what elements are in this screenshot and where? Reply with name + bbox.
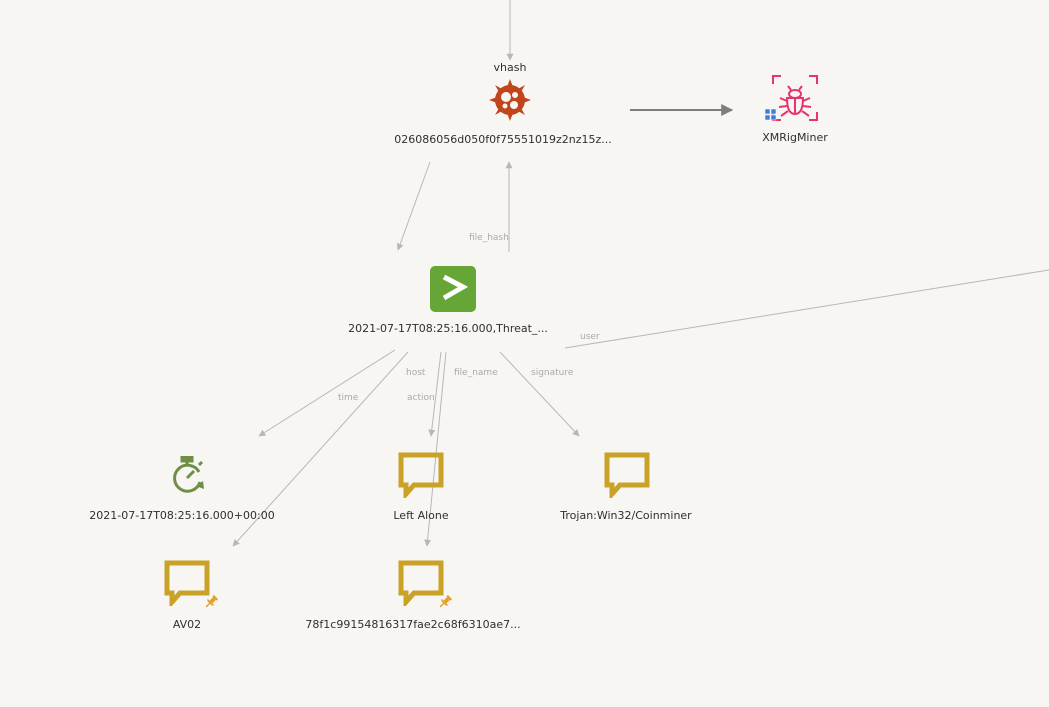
malware-hash-icon (489, 79, 531, 121)
edge-file-name (424, 351, 447, 547)
node-label: Left Alone (393, 509, 449, 522)
pin-icon (205, 594, 219, 608)
edge-label-user: user (580, 332, 600, 342)
node-type-label: vhash (493, 61, 527, 74)
node-label: AV02 (172, 618, 202, 631)
cube-badge-icon (764, 108, 777, 121)
edge-label-file-name: file_name (454, 368, 498, 378)
node-label: 78f1c99154816317fae2c68f6310ae7... (305, 618, 521, 631)
bug-icon (772, 75, 818, 121)
edge-signature (499, 351, 580, 437)
edge-vhash-event (396, 161, 431, 251)
node-label: Trojan:Win32/Coinminer (560, 509, 692, 522)
node-label: 026086056d050f0f75551019z2nz15z... (394, 133, 612, 146)
speech-bubble-icon (398, 560, 444, 606)
speech-bubble-icon (398, 452, 444, 498)
edge-label-signature: signature (531, 368, 574, 378)
node-label: 2021-07-17T08:25:16.000+00:00 (89, 509, 275, 522)
splunk-icon (430, 266, 476, 312)
speech-bubble-icon (164, 560, 210, 606)
node-label: 2021-07-17T08:25:16.000,Threat_... (348, 322, 548, 335)
edge-label-host: host (406, 368, 426, 378)
edge-user (564, 269, 1049, 349)
edge-label-time: time (338, 393, 359, 403)
node-label: XMRigMiner (762, 131, 828, 144)
edge-host (232, 351, 409, 547)
edge-label-action: action (407, 393, 435, 403)
edge-label-file-hash: file_hash (469, 233, 509, 243)
stopwatch-icon (173, 456, 204, 493)
pin-icon (439, 594, 453, 608)
edge-action (428, 351, 442, 437)
edge-time (258, 349, 396, 437)
speech-bubble-icon (604, 452, 650, 498)
